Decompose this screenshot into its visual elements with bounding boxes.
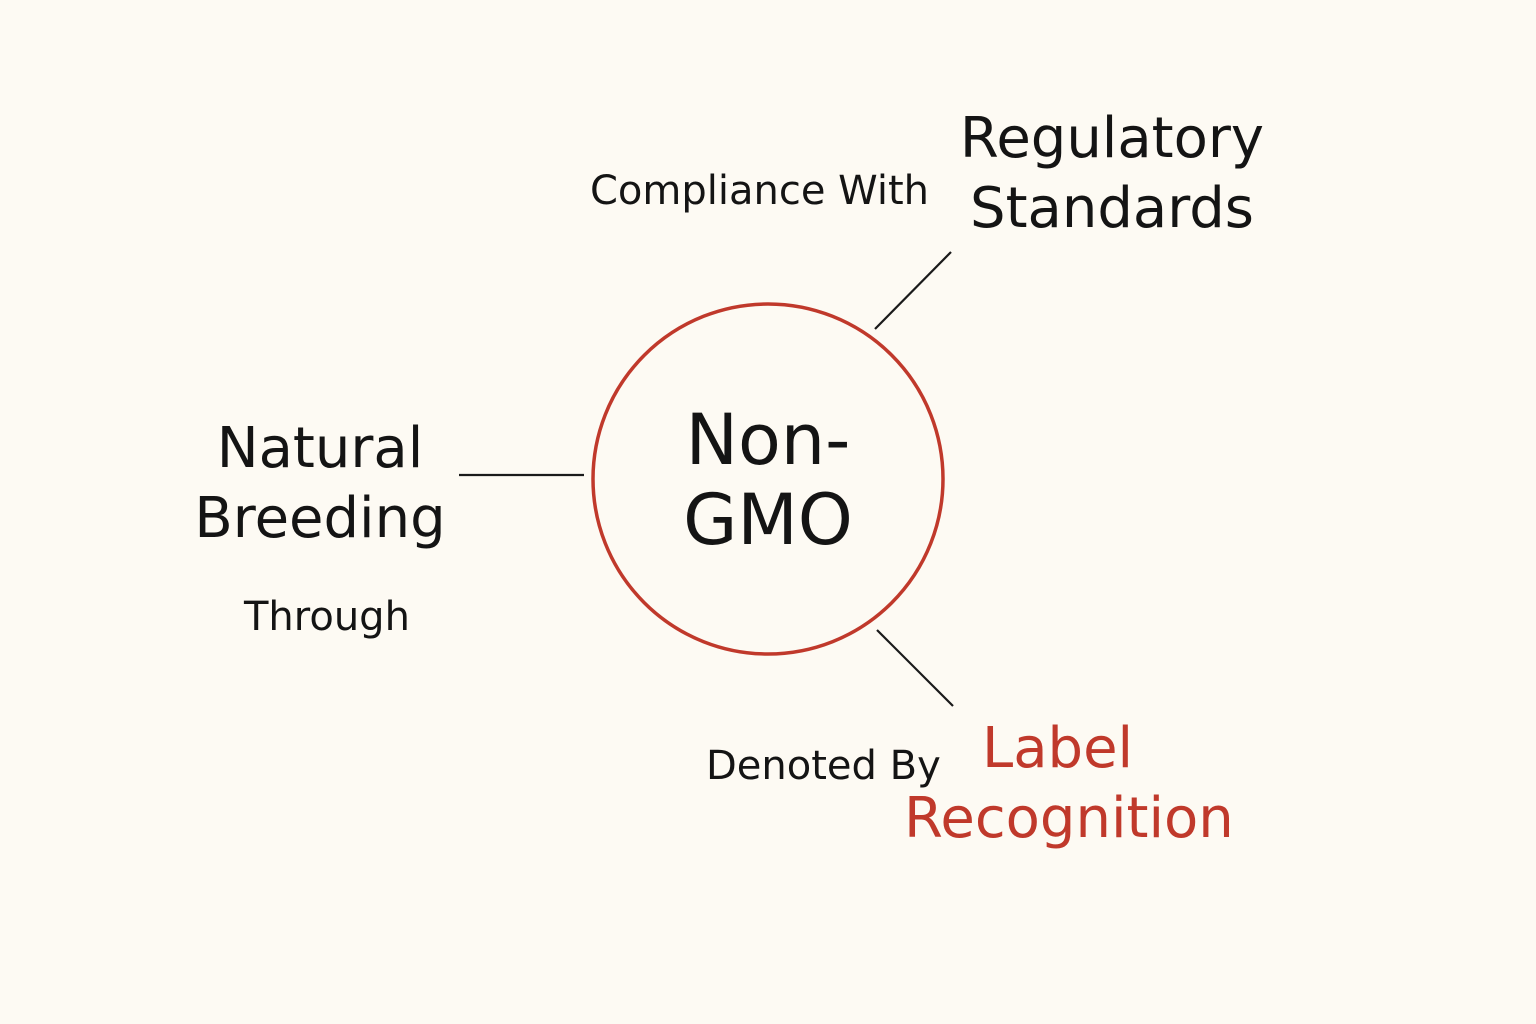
connector-label: [876, 629, 954, 707]
node-regulatory-line1: Regulatory: [959, 106, 1265, 171]
node-breeding-line1: Natural: [216, 416, 424, 481]
relation-through: Through: [244, 594, 410, 640]
node-label-line2: Recognition: [904, 786, 1234, 851]
node-regulatory-line2: Standards: [970, 176, 1254, 241]
center-node-title: Non- GMO: [668, 400, 868, 560]
center-title-line2: GMO: [683, 479, 853, 561]
node-label-recognition: Label Recognition: [904, 714, 1234, 854]
relation-compliance-with: Compliance With: [590, 168, 929, 214]
node-regulatory-standards: Regulatory Standards: [940, 104, 1284, 244]
connector-regulatory: [874, 251, 952, 330]
node-label-line1: Label: [982, 716, 1134, 781]
center-circle: [591, 302, 945, 656]
node-natural-breeding: Natural Breeding: [170, 414, 470, 554]
node-breeding-line2: Breeding: [194, 486, 446, 551]
relation-denoted-by: Denoted By: [706, 743, 941, 789]
center-title-line1: Non-: [685, 399, 851, 481]
